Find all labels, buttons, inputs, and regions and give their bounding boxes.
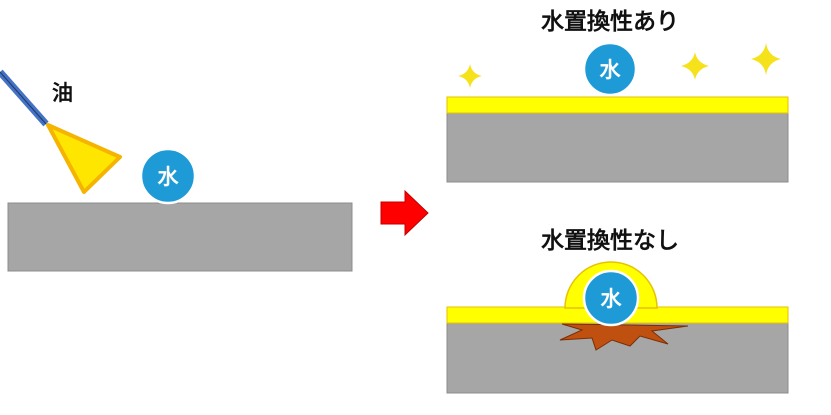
- sparkle-icon: [458, 64, 482, 88]
- right-arrow: [380, 189, 429, 237]
- nozzle-tube-outline: [0, 71, 47, 125]
- substrate: [446, 110, 789, 183]
- substrate: [7, 202, 353, 272]
- top-right-title: 水置換性あり: [541, 9, 679, 35]
- water-droplet: [582, 41, 638, 97]
- water-label: 水: [600, 58, 622, 82]
- oil-spray-cone: [46, 123, 122, 194]
- top-right-panel: 水置換性あり 水: [446, 9, 789, 183]
- corrosion-splat: [559, 323, 689, 351]
- water-droplet: [139, 147, 197, 205]
- sparkle-icon: [681, 52, 709, 80]
- water-label: 水: [158, 165, 180, 189]
- oil-label: 油: [52, 81, 73, 105]
- water-droplet: [582, 269, 640, 327]
- bottom-right-panel: 水置換性なし 水: [446, 228, 789, 394]
- bottom-right-title: 水置換性なし: [541, 228, 679, 254]
- oil-film: [446, 96, 789, 114]
- left-panel: 油 水: [0, 69, 353, 272]
- sparkle-icon: [751, 43, 781, 75]
- water-label: 水: [601, 287, 623, 311]
